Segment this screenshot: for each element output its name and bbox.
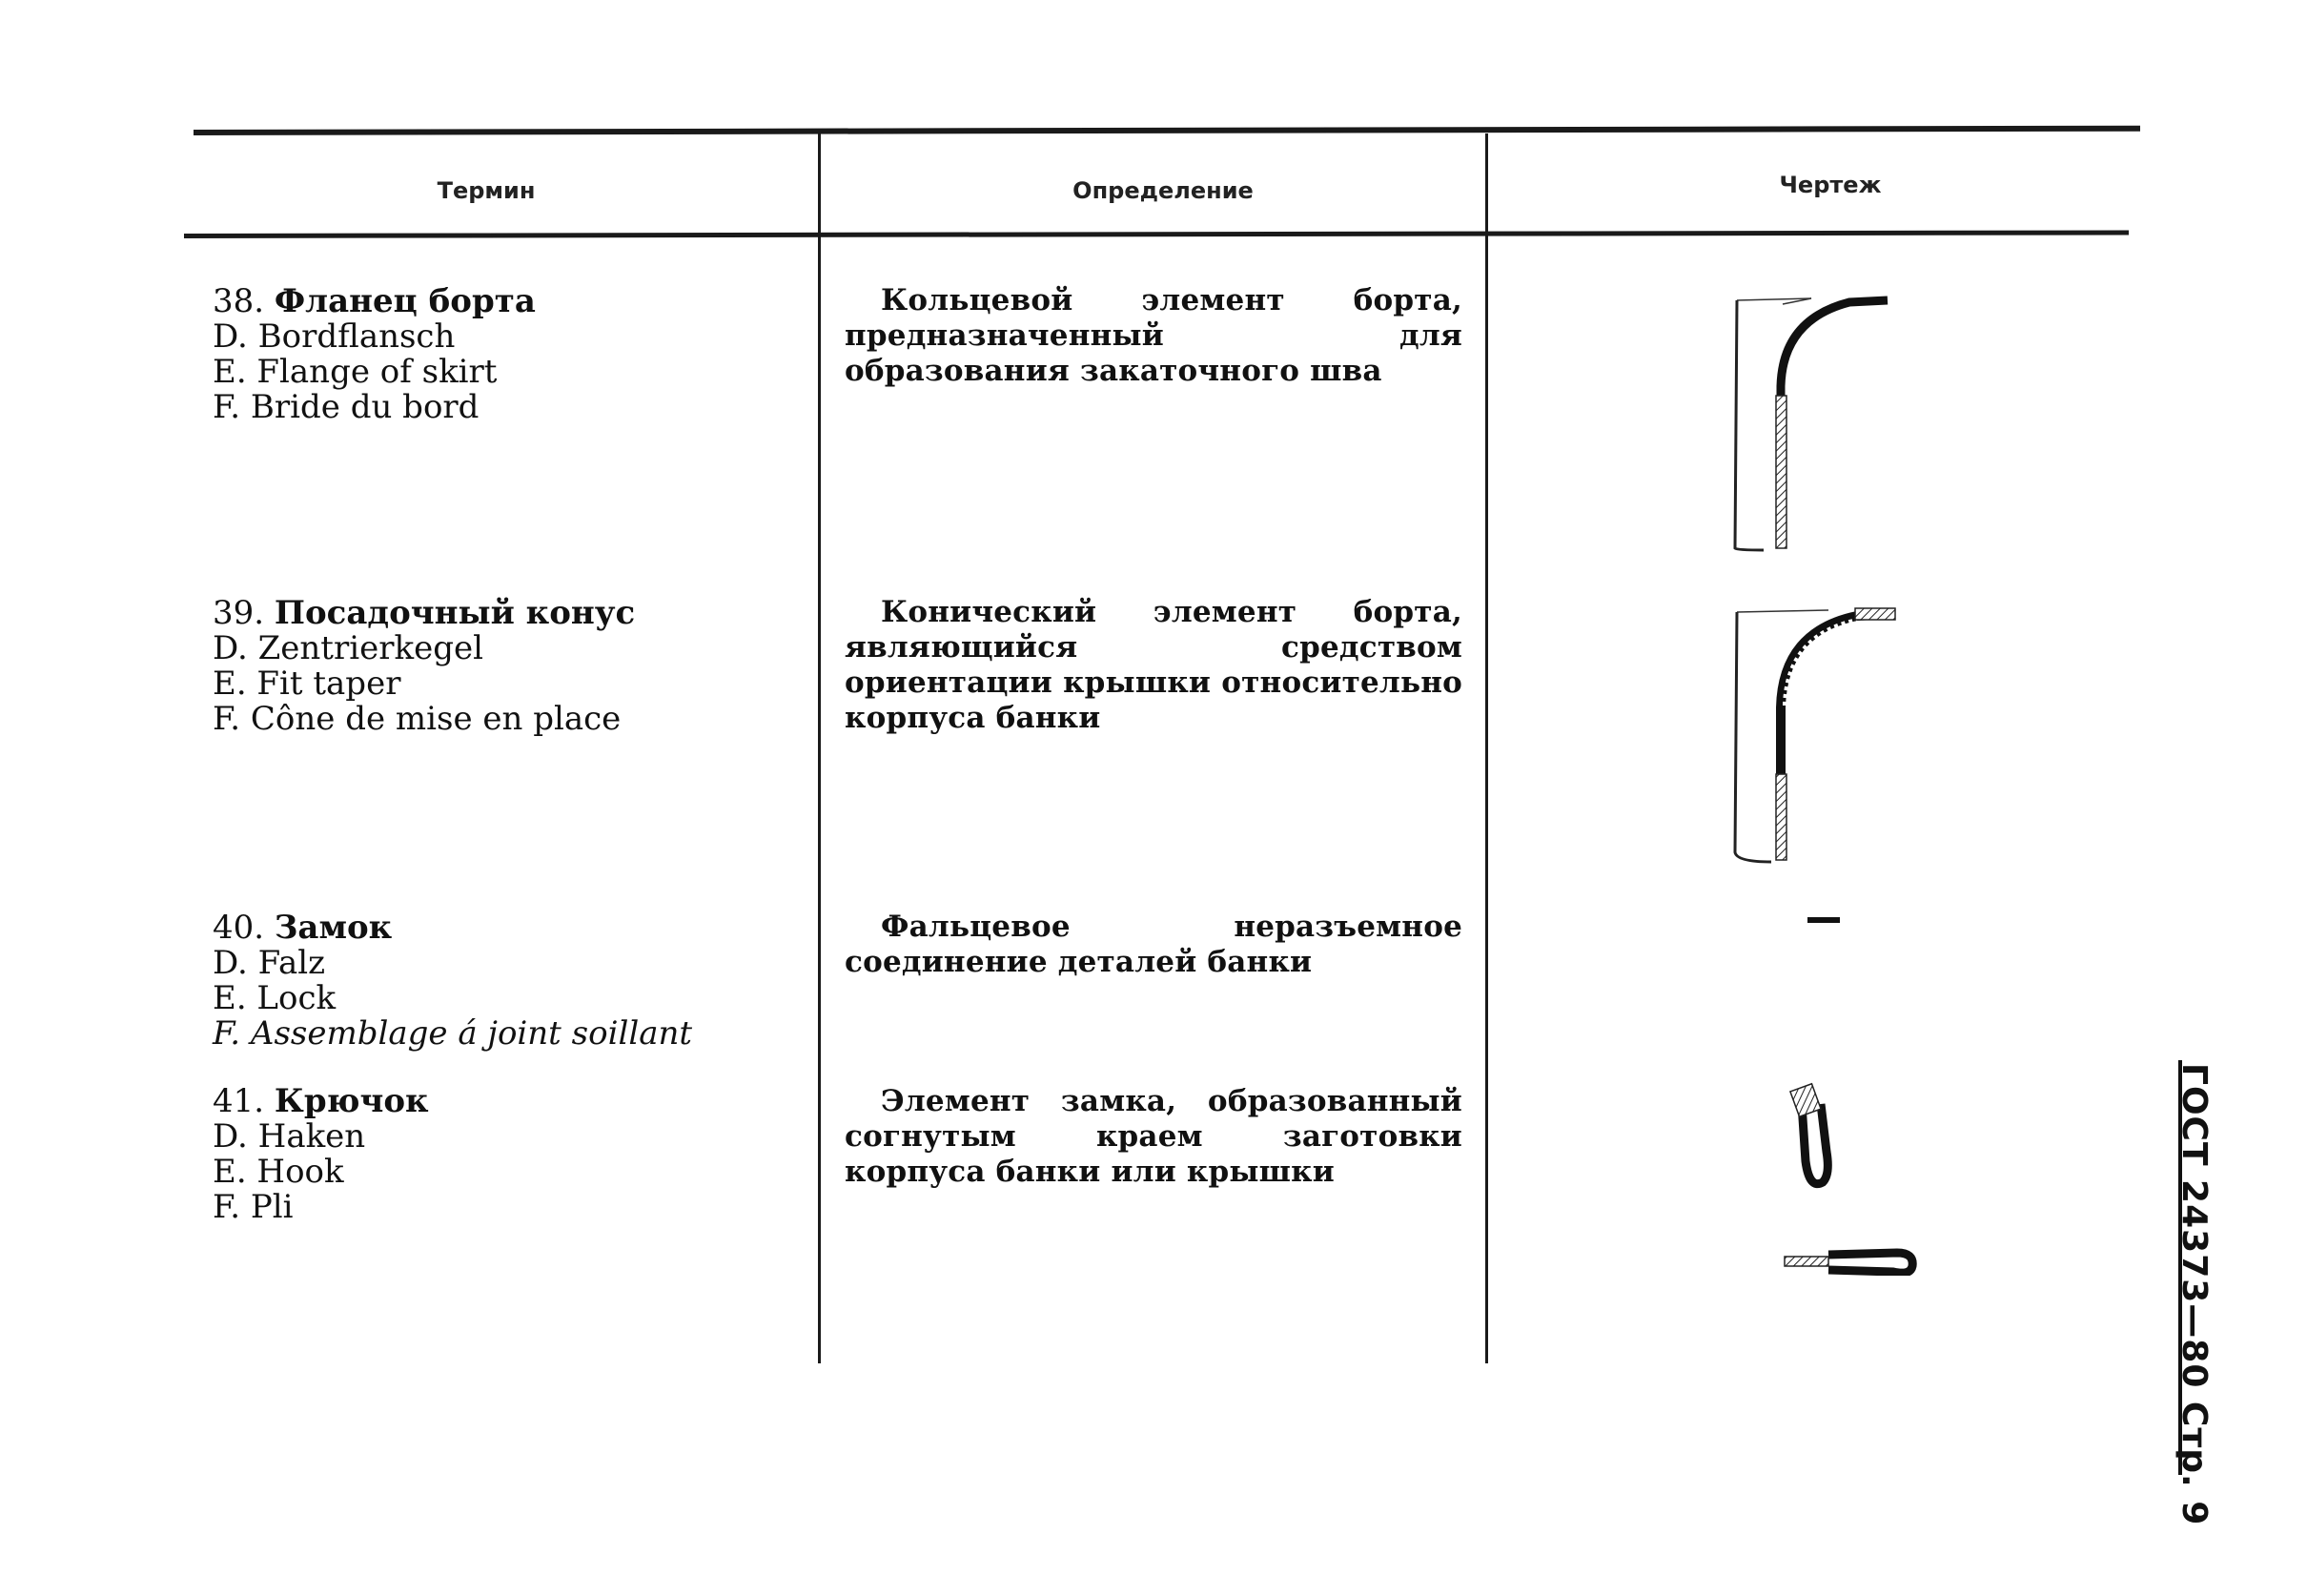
term-entry: 38. Фланец борта D. Bordflansch E. Flang… xyxy=(213,284,804,425)
term-french: F. Cône de mise en place xyxy=(213,700,622,738)
definition-body: Фальцевое неразъемное соединение деталей… xyxy=(845,910,1462,979)
definition-body: Элемент замка, образованный согнутым кра… xyxy=(845,1084,1462,1189)
term-french: F. Pli xyxy=(213,1188,294,1226)
term-german: D. Zentrierkegel xyxy=(213,629,483,667)
definition-body: Конический элемент борта, являющийся сре… xyxy=(845,595,1462,735)
term-english: E. Lock xyxy=(213,979,337,1017)
column-divider xyxy=(1485,133,1488,1363)
term-french: F. Assemblage á joint soillant xyxy=(213,1014,693,1053)
term-german: D. Falz xyxy=(213,944,326,982)
definition-text: Фальцевое неразъемное соединение деталей… xyxy=(845,910,1462,980)
column-divider xyxy=(818,133,821,1363)
term-english: E. Flange of skirt xyxy=(213,353,498,391)
definition-body: Кольцевой элемент борта, предназначенный… xyxy=(845,283,1462,388)
page-stamp: ГОСТ 24373—80 Стр. 9 xyxy=(2174,1063,2214,1526)
lock-mark xyxy=(1807,917,1840,923)
stamp-rule xyxy=(2178,1060,2182,1475)
term-title: Фланец борта xyxy=(274,282,536,320)
term-english: E. Fit taper xyxy=(213,665,401,703)
term-german: D. Haken xyxy=(213,1117,366,1156)
term-entry: 41. Крючок D. Haken E. Hook F. Pli xyxy=(213,1084,804,1225)
term-title: Замок xyxy=(274,909,393,947)
definition-text: Кольцевой элемент борта, предназначенный… xyxy=(845,283,1462,389)
term-number: 38. xyxy=(213,282,265,320)
table-top-rule xyxy=(193,125,2141,135)
taper-drawing xyxy=(1733,607,1896,864)
definition-text: Конический элемент борта, являющийся сре… xyxy=(845,595,1462,736)
term-french: F. Bride du bord xyxy=(213,388,480,426)
term-number: 41. xyxy=(213,1082,265,1120)
table-header-rule xyxy=(183,230,2130,238)
term-english: E. Hook xyxy=(213,1153,344,1191)
term-german: D. Bordflansch xyxy=(213,317,456,356)
term-entry: 39. Посадочный конус D. Zentrierkegel E.… xyxy=(213,596,804,737)
term-number: 40. xyxy=(213,909,265,947)
hook-drawing xyxy=(1784,1082,1917,1276)
term-entry: 40. Замок D. Falz E. Lock F. Assemblage … xyxy=(213,911,804,1052)
definition-text: Элемент замка, образованный согнутым кра… xyxy=(845,1084,1462,1190)
term-title: Посадочный конус xyxy=(274,594,636,632)
column-header-drawing: Чертеж xyxy=(1779,172,1882,198)
term-title: Крючок xyxy=(274,1082,429,1120)
column-header-definition: Определение xyxy=(1072,177,1254,204)
term-number: 39. xyxy=(213,594,265,632)
column-header-term: Термин xyxy=(437,177,536,204)
flange-drawing xyxy=(1733,296,1888,552)
